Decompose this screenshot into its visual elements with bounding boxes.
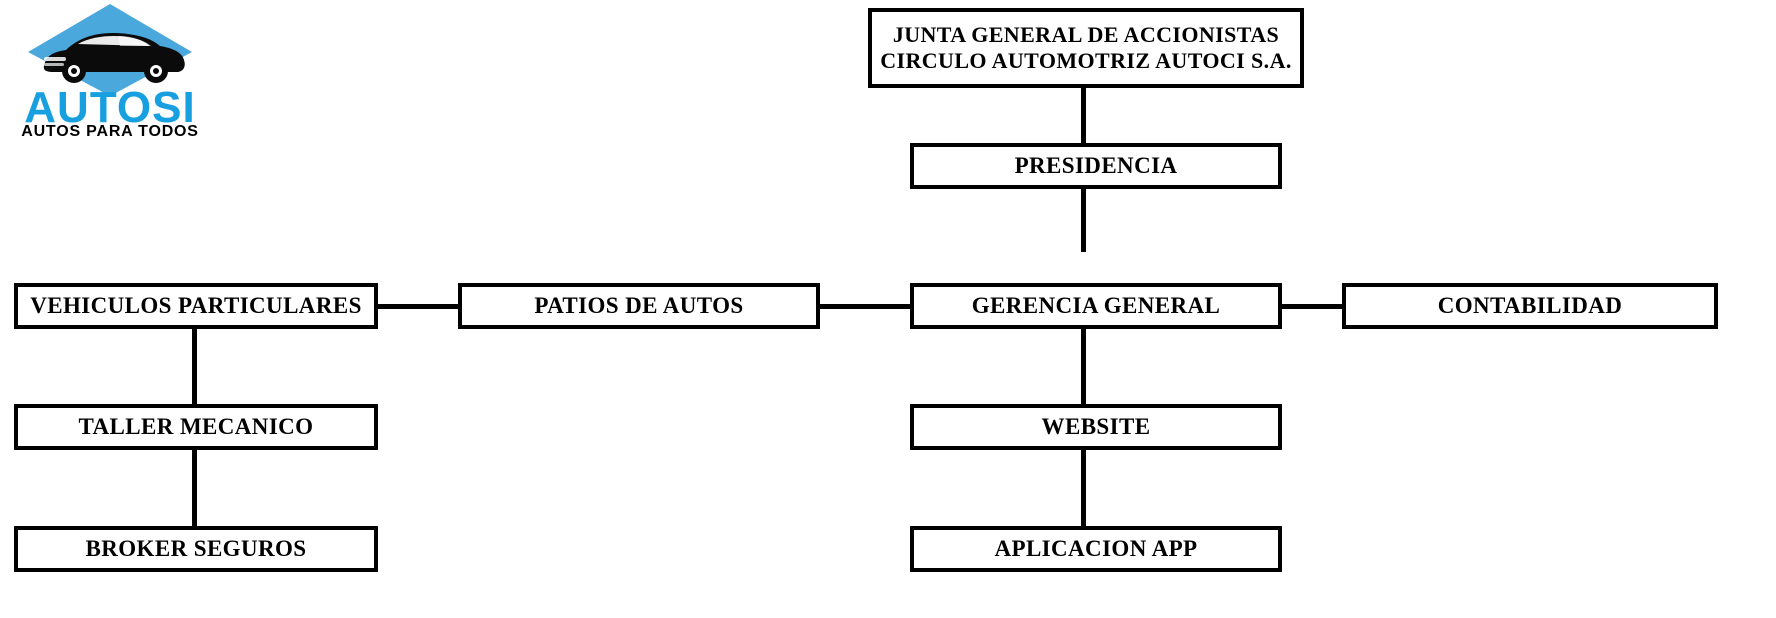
node-vehiculos-particulares[interactable]: VEHICULOS PARTICULARES bbox=[14, 283, 378, 329]
node-junta-general-de-accionistas[interactable]: JUNTA GENERAL DE ACCIONISTAS CIRCULO AUT… bbox=[868, 8, 1304, 88]
node-label: BROKER SEGUROS bbox=[85, 536, 307, 562]
node-label: PATIOS DE AUTOS bbox=[534, 293, 744, 319]
logo-mark-icon bbox=[28, 4, 192, 96]
connector-presidencia-gerencia bbox=[1081, 186, 1086, 252]
connector-taller-broker bbox=[192, 450, 197, 526]
node-broker-seguros[interactable]: BROKER SEGUROS bbox=[14, 526, 378, 572]
autosi-logo: AUTOSI AUTOS PARA TODOS bbox=[0, 0, 220, 150]
node-label: TALLER MECANICO bbox=[78, 414, 314, 440]
node-label: WEBSITE bbox=[1041, 414, 1151, 440]
node-label: APLICACION APP bbox=[994, 536, 1198, 562]
connector-vehiculos-taller bbox=[192, 326, 197, 404]
connector-gerencia-patios bbox=[820, 304, 912, 309]
connector-junta-presidencia bbox=[1081, 86, 1086, 146]
node-label: PRESIDENCIA bbox=[1014, 153, 1178, 179]
node-label: VEHICULOS PARTICULARES bbox=[30, 293, 362, 319]
node-contabilidad[interactable]: CONTABILIDAD bbox=[1342, 283, 1718, 329]
node-taller-mecanico[interactable]: TALLER MECANICO bbox=[14, 404, 378, 450]
connector-patios-vehiculos bbox=[378, 304, 458, 309]
node-gerencia-general[interactable]: GERENCIA GENERAL bbox=[910, 283, 1282, 329]
node-label: CONTABILIDAD bbox=[1437, 293, 1623, 319]
node-aplicacion-app[interactable]: APLICACION APP bbox=[910, 526, 1282, 572]
logo-brand-text: AUTOSI bbox=[24, 83, 196, 132]
connector-gerencia-contabilidad bbox=[1262, 304, 1342, 309]
connector-gerencia-website bbox=[1081, 326, 1086, 404]
node-patios-de-autos[interactable]: PATIOS DE AUTOS bbox=[458, 283, 820, 329]
node-presidencia[interactable]: PRESIDENCIA bbox=[910, 143, 1282, 189]
node-label: JUNTA GENERAL DE ACCIONISTAS CIRCULO AUT… bbox=[880, 22, 1292, 73]
logo-tagline-text: AUTOS PARA TODOS bbox=[21, 123, 199, 140]
node-label: GERENCIA GENERAL bbox=[971, 293, 1221, 319]
connector-website-aplicacion bbox=[1081, 450, 1086, 526]
node-website[interactable]: WEBSITE bbox=[910, 404, 1282, 450]
